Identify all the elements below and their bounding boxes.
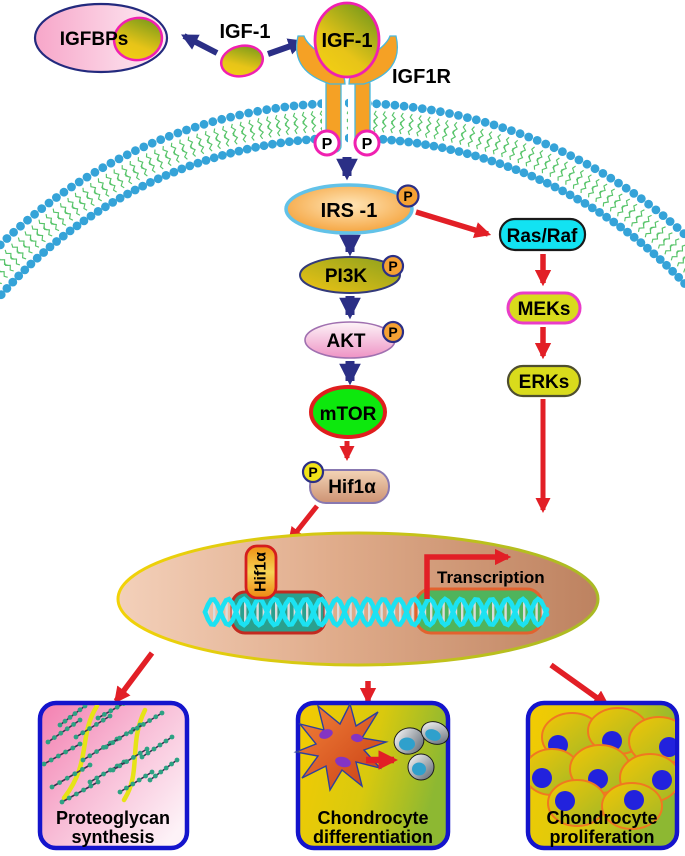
irs1-label: IRS -1 [321,200,378,222]
arrow-nucleus-to-proteoglycan [113,651,155,704]
proliferating-cells-illustration [530,707,675,830]
erks-node [506,364,582,398]
rasraf-label: Ras/Raf [507,226,578,247]
phospho-circle [353,129,381,157]
hif1a-node [309,469,390,504]
pi3k-akt-cascade: IRS -1 P PI3K P AKT P mTOR Hif1α P [284,157,420,543]
free-igf1-ligand: IGF-1 [181,21,306,78]
receptor-phospho-right: P [353,129,381,157]
dna-double-helix [202,596,550,628]
erks-label: ERKs [519,372,570,393]
cell-nucleus [351,733,363,743]
phospho-label: P [388,258,397,274]
outcome-arrows [113,651,610,708]
hif1a-bound-tag [244,544,278,600]
proliferation-label-line2: proliferation [549,827,654,847]
hif1a-tag-label: Hif1α [253,552,270,592]
pi3k-phospho-circle [381,254,405,278]
meks-node [506,291,582,325]
outcome-box-proliferation: Chondrocyte proliferation [525,700,680,851]
hif1a-label: Hif1α [328,477,376,498]
outcome-box-proteoglycan: Proteoglycan synthesis [37,700,190,851]
mesenchymal-cell [293,702,389,792]
irs1-phospho-circle [396,184,420,208]
proteoglycan-label-line2: synthesis [71,827,154,847]
phospho-label: P [322,136,333,153]
chondrocyte-core [399,737,415,751]
arrow-nucleus-to-proliferation [549,662,610,708]
transcription-label: Transcription [437,568,545,587]
phospho-label: P [308,464,317,480]
mapk-cascade: Ras/Raf MEKs ERKs [415,209,587,513]
differentiation-label-line1: Chondrocyte [317,808,428,828]
arrow-irs1-to-rasraf [415,209,492,239]
outcome-box-differentiation: Chondrocyte differentiation [293,700,451,851]
chondrocyte-core [425,729,441,741]
free-igf1-label: IGF-1 [219,21,270,43]
cell-nucleus [335,756,351,768]
free-igf1-oval [219,44,265,78]
cell-membrane [0,98,685,300]
phospho-label: P [362,136,373,153]
meks-label: MEKs [518,299,571,320]
proliferation-label-line1: Chondrocyte [546,808,657,828]
phospho-circle [313,129,341,157]
igfbp-bound-igf1-oval [112,16,164,62]
nucleus: Hif1α Transcription [116,531,600,667]
pi3k-node [299,256,401,294]
phospho-label: P [403,188,412,204]
chondrocyte-cells [393,721,450,781]
receptor-phospho-left: P [313,129,341,157]
mtor-label: mTOR [320,404,377,425]
bound-igf1-label: IGF-1 [321,30,372,52]
rasraf-node [498,217,587,252]
akt-label: AKT [326,331,365,352]
igfbps-complex: IGFBPs [33,2,169,74]
phospho-label: P [388,324,397,340]
proteoglycan-label-line1: Proteoglycan [56,808,170,828]
irs1-node [284,183,414,235]
hif1a-phospho-circle [301,460,325,484]
transcription-arrow [424,548,512,599]
proteoglycan-illustration [42,705,180,805]
igfbps-label: IGFBPs [60,29,129,50]
pi3k-label: PI3K [325,266,368,287]
mtor-node [309,385,387,439]
chondrocyte-core [412,762,426,776]
akt-phospho-circle [381,320,405,344]
receptor-label: IGF1R [392,66,451,88]
bound-igf1-ball [313,1,381,79]
igf1-receptor: IGF-1 IGF1R P P [296,1,451,157]
arrow-igf1-to-igfbps [181,33,219,56]
differentiation-label-line2: differentiation [313,827,433,847]
cell-nucleus [319,729,333,739]
